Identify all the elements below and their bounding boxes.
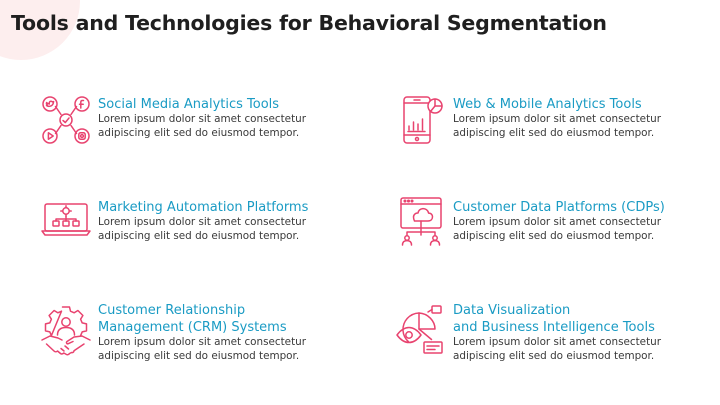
- item-description: Lorem ipsum dolor sit amet consectetur a…: [98, 216, 307, 242]
- data-visualization-icon: [395, 304, 447, 356]
- item-heading: Social Media Analytics Tools: [98, 97, 280, 112]
- item-description: Lorem ipsum dolor sit amet consectetur a…: [453, 216, 662, 242]
- item-heading: Customer Relationship Management (CRM) S…: [98, 303, 287, 335]
- item-description: Lorem ipsum dolor sit amet consectetur a…: [453, 336, 662, 362]
- crm-handshake-icon: [40, 304, 92, 356]
- item-heading: Customer Data Platforms (CDPs): [453, 200, 665, 215]
- social-media-icon: [40, 94, 92, 146]
- item-heading: Marketing Automation Platforms: [98, 200, 309, 215]
- item-description: Lorem ipsum dolor sit amet consectetur a…: [98, 336, 307, 362]
- slide-title: Tools and Technologies for Behavioral Se…: [11, 11, 607, 35]
- tool-item-crm: Customer Relationship Management (CRM) S…: [40, 302, 340, 382]
- tool-item-cdp: Customer Data Platforms (CDPs) Lorem ips…: [395, 197, 695, 279]
- customer-data-platform-icon: [395, 195, 447, 247]
- tool-item-marketing-automation: Marketing Automation Platforms Lorem ips…: [40, 199, 340, 279]
- tool-item-data-visualization: Data Visualization and Business Intellig…: [395, 302, 695, 382]
- marketing-automation-icon: [40, 195, 92, 247]
- item-heading: Web & Mobile Analytics Tools: [453, 97, 642, 112]
- item-description: Lorem ipsum dolor sit amet consectetur a…: [453, 113, 662, 139]
- item-description: Lorem ipsum dolor sit amet consectetur a…: [98, 113, 307, 139]
- tool-item-social-media: Social Media Analytics Tools Lorem ipsum…: [40, 96, 340, 176]
- item-heading: Data Visualization and Business Intellig…: [453, 303, 655, 335]
- tool-item-web-mobile: Web & Mobile Analytics Tools Lorem ipsum…: [395, 96, 695, 176]
- mobile-analytics-icon: [395, 94, 447, 146]
